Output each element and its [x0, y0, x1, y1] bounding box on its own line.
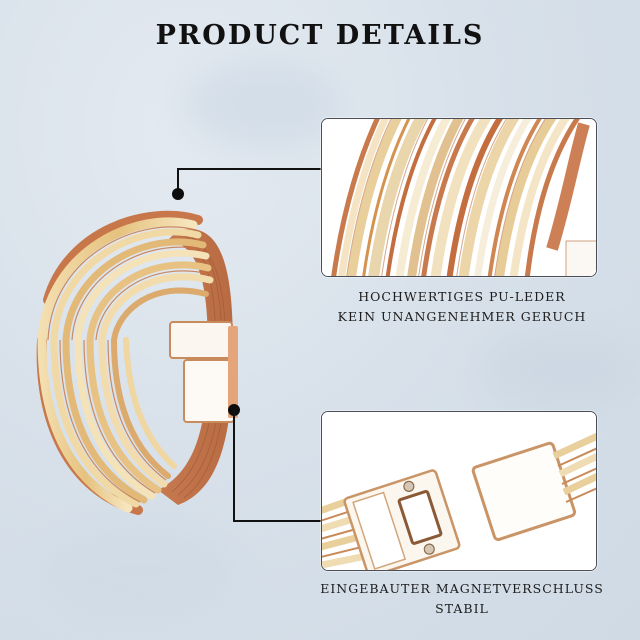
- callout-dot-1: [172, 188, 184, 200]
- connector-line-2-vertical: [233, 410, 235, 522]
- connector-line-1-horizontal: [177, 168, 322, 170]
- bracelet-illustration: [36, 210, 238, 515]
- caption-line: KEIN UNANGENEHMER GERUCH: [337, 309, 587, 324]
- connector-line-2-horizontal: [233, 520, 322, 522]
- background-texture: [40, 520, 240, 620]
- detail-inset-clasp: [321, 411, 597, 571]
- leather-closeup-illustration: [322, 119, 596, 276]
- caption-line: HOCHWERTIGES PU-LEDER: [358, 289, 566, 304]
- product-image-bracelet: [28, 190, 258, 520]
- background-texture: [480, 330, 640, 410]
- caption-line: EINGEBAUTER MAGNETVERSCHLUSS: [320, 581, 604, 596]
- connector-line-1-vertical: [177, 168, 179, 192]
- background-texture: [180, 60, 340, 150]
- caption-line: STABIL: [435, 601, 489, 616]
- magnetic-clasp: [169, 321, 238, 423]
- detail-caption-leather: HOCHWERTIGES PU-LEDER KEIN UNANGENEHMER …: [300, 287, 624, 327]
- page-title: PRODUCT DETAILS: [155, 20, 485, 51]
- detail-inset-leather: [321, 118, 597, 277]
- clasp-closeup-illustration: [322, 412, 596, 570]
- detail-caption-clasp: EINGEBAUTER MAGNETVERSCHLUSS STABIL: [300, 579, 624, 619]
